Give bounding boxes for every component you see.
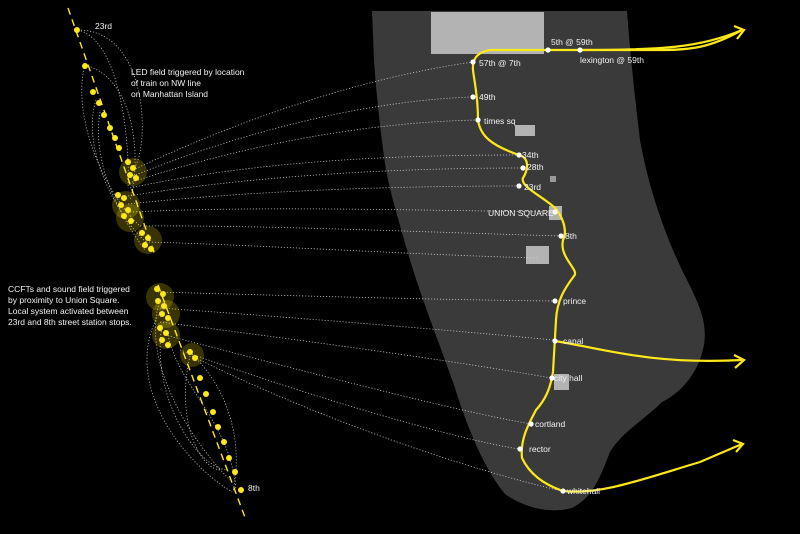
label-union-square: UNION SQUARE (488, 208, 554, 218)
led-dots-bottom (154, 286, 244, 493)
label-canal: canal (563, 336, 583, 346)
arrow-head-3 (732, 438, 745, 453)
label-57th-7th: 57th @ 7th (479, 58, 521, 68)
connection-lines (77, 29, 563, 493)
city-hall-block (554, 374, 569, 390)
station-canal[interactable] (552, 338, 558, 344)
arrow-head-1 (733, 24, 746, 40)
annotation-led-field: LED field triggered by location of train… (131, 67, 247, 99)
label-times-sq: times sq (484, 116, 516, 126)
track-branch-canal (554, 339, 743, 362)
station-23rd[interactable] (516, 183, 522, 189)
subway-track (471, 29, 743, 493)
block-small (550, 176, 556, 182)
central-park-block (431, 12, 544, 54)
station-49th[interactable] (470, 94, 476, 100)
label-city-hall: city hall (554, 373, 582, 383)
stations (470, 47, 583, 494)
station-8th[interactable] (558, 233, 564, 239)
label-34th: 34th (522, 150, 539, 160)
station-57th-7th[interactable] (470, 59, 476, 65)
label-whitehall: whitehall (566, 486, 600, 496)
arrow-head-2 (733, 354, 746, 369)
led-field-bottom (146, 283, 204, 367)
track-branch-lex (579, 28, 743, 52)
led-field-top (112, 158, 162, 254)
label-lexington-59th: lexington @ 59th (580, 55, 644, 65)
led-dots-top (74, 27, 154, 252)
left-line-top (67, 7, 156, 256)
station-times-sq[interactable] (475, 117, 481, 123)
label-rector: rector (529, 444, 551, 454)
station-34th[interactable] (516, 152, 522, 158)
left-line-bottom (157, 284, 247, 521)
station-28th[interactable] (520, 165, 526, 171)
station-5th-59th[interactable] (545, 47, 551, 53)
annotation-ccft: CCFTs and sound field triggered by proxi… (8, 284, 132, 327)
times-sq-block (515, 125, 535, 136)
station-rector[interactable] (517, 446, 523, 452)
station-city-hall[interactable] (549, 375, 555, 381)
station-union-square[interactable] (552, 209, 558, 215)
washington-sq-block (526, 246, 549, 264)
label-prince: prince (563, 296, 586, 306)
left-top-label: 23rd (95, 21, 112, 31)
left-bottom-label: 8th (248, 483, 260, 493)
label-cortland: cortland (535, 419, 566, 429)
label-23rd: 23rd (524, 182, 541, 192)
station-cortland[interactable] (528, 421, 534, 427)
label-5th-59th: 5th @ 59th (551, 37, 593, 47)
station-whitehall[interactable] (560, 488, 566, 494)
label-28th: 28th (527, 162, 544, 172)
station-prince[interactable] (552, 298, 558, 304)
label-49th: 49th (479, 92, 496, 102)
station-lexington-59th[interactable] (577, 47, 583, 53)
label-8th: 8th (565, 231, 577, 241)
